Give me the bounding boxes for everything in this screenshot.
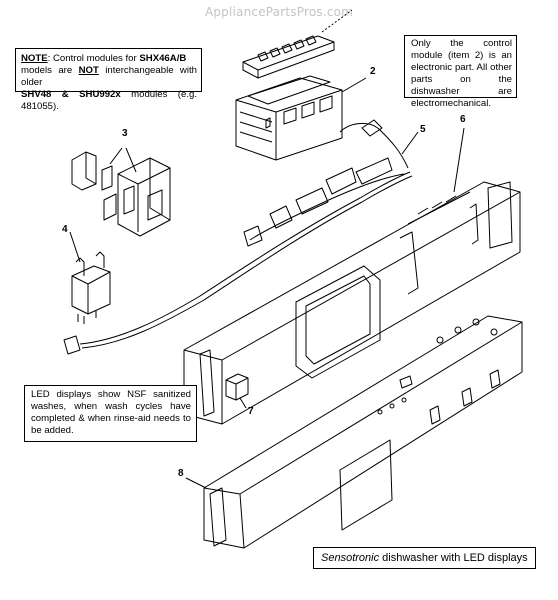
relay-bracket-part [71,147,171,237]
control-module-part [235,75,367,161]
callout-4: 4 [62,224,68,235]
callout-6: 6 [460,114,466,125]
compatibility-note: NOTE: Control modules for SHX46A/B model… [15,48,202,112]
front-panel-part [183,127,521,425]
watermark: AppliancePartsPros.com [204,5,354,19]
back-panel-part [185,315,523,549]
electronic-part-note: Only the control module (item 2) is an e… [404,35,517,109]
diagram-caption: Sensotronic dishwasher with LED displays [313,547,536,569]
note-label: NOTE [21,53,48,64]
keypad-part [242,9,353,79]
callout-8: 8 [178,468,184,479]
callout-5: 5 [420,124,426,135]
button-part [225,373,249,409]
callout-3: 3 [122,128,128,139]
wire-harness-part [63,119,419,355]
connector-block-part [69,231,111,324]
callout-7: 7 [248,406,254,417]
callout-2: 2 [370,66,376,77]
led-displays-note: LED displays show NSF sanitized washes, … [24,385,197,442]
